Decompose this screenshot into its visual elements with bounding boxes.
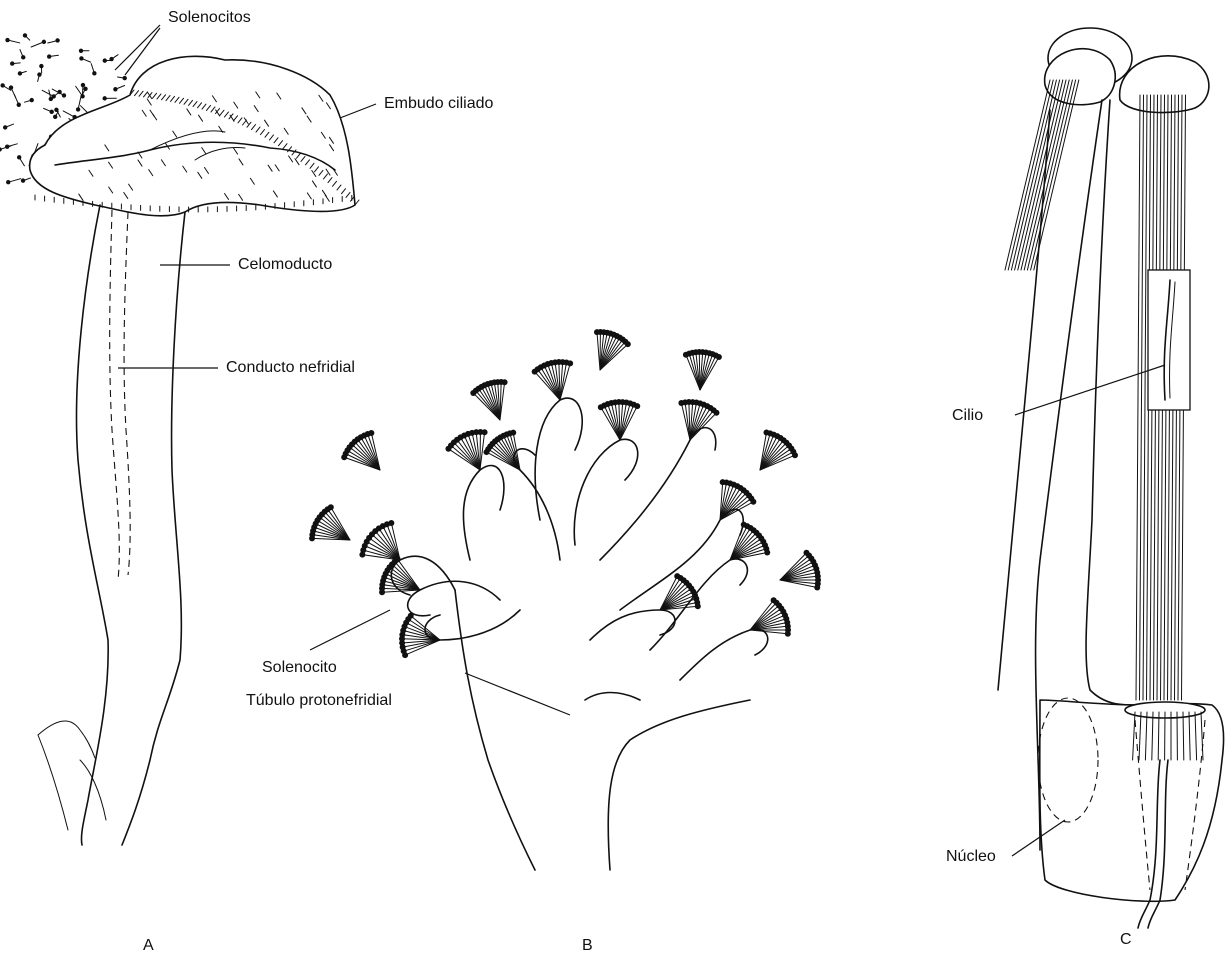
label-cilio: Cilio	[952, 408, 983, 424]
panel-letter-b: B	[582, 938, 593, 954]
panel-letter-a: A	[143, 938, 154, 954]
protonephridial-tubule-right	[608, 700, 750, 870]
nephridial-canal	[110, 210, 120, 580]
panel-a-drawing	[0, 25, 376, 845]
panel-letter-c: C	[1120, 932, 1132, 948]
cell-wall-outer	[998, 110, 1050, 690]
leader-solenocitos	[115, 25, 160, 70]
label-tubulo-protonefridial: Túbulo protonefridial	[246, 693, 392, 709]
tubule-branches	[391, 398, 767, 700]
solenocyte-fans	[309, 329, 821, 658]
label-celomoducto: Celomoducto	[238, 257, 332, 273]
protonephridial-tubule-left	[455, 590, 535, 870]
label-nucleo: Núcleo	[946, 849, 996, 865]
label-solenocito: Solenocito	[262, 660, 337, 676]
leader-solenocito	[310, 610, 390, 650]
panel-c-drawing	[998, 28, 1224, 928]
label-conducto-nefridial: Conducto nefridial	[226, 360, 355, 376]
panel-b-drawing	[309, 329, 821, 870]
leader-embudo	[340, 104, 376, 118]
coelomoduct-right-wall	[122, 212, 185, 845]
ciliated-funnel	[30, 56, 355, 216]
coelomoduct-left-wall	[77, 205, 109, 845]
leader-tubulo	[465, 673, 570, 715]
label-embudo-ciliado: Embudo ciliado	[384, 96, 493, 112]
label-solenocitos: Solenocitos	[168, 10, 251, 26]
cilia-bundle-upper-left	[1005, 80, 1079, 270]
leader-cilio	[1015, 365, 1165, 415]
